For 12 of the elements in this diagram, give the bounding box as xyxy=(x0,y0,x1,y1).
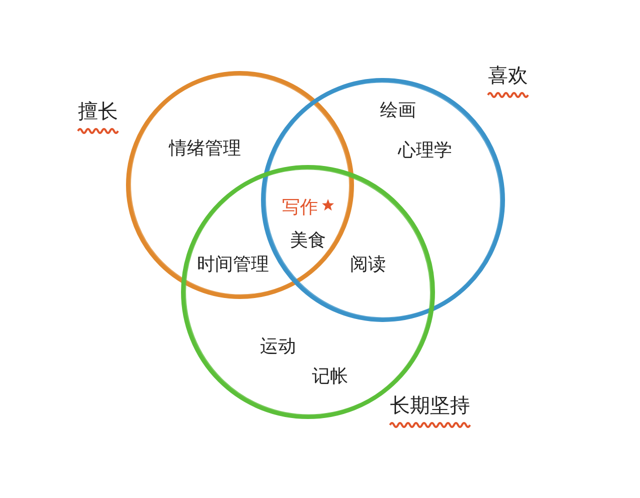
circle-heading: 长期坚持 xyxy=(390,392,470,419)
region-label: 情绪管理 xyxy=(169,137,241,160)
circle-heading: 擅长 xyxy=(78,98,118,125)
region-label: 时间管理 xyxy=(197,253,269,276)
region-label: 记帐 xyxy=(312,365,348,388)
region-label: 美食 xyxy=(290,229,326,252)
region-label: 写作 xyxy=(282,196,318,219)
region-label: 心理学 xyxy=(398,139,452,162)
circle-heading: 喜欢 xyxy=(488,62,528,89)
region-label: 运动 xyxy=(260,335,296,358)
region-label: 阅读 xyxy=(350,253,386,276)
region-label: 绘画 xyxy=(380,99,416,122)
